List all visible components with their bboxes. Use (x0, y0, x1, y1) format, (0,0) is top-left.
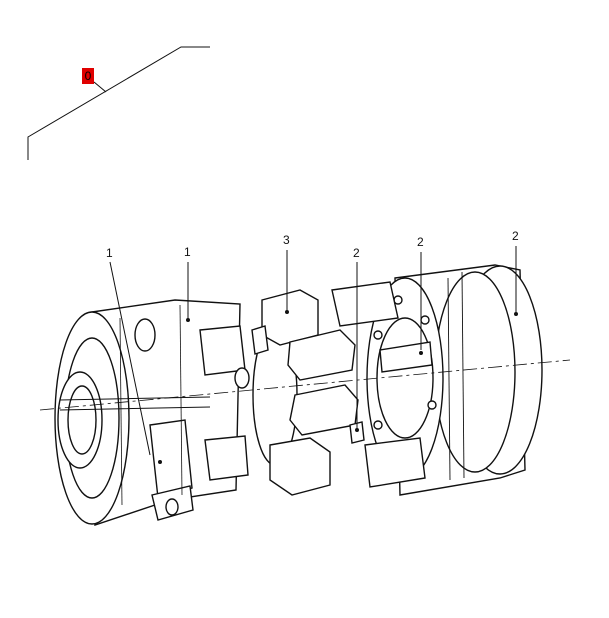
callout-label-flange-a: 2 (353, 246, 360, 260)
callout-label-flange-b: 2 (417, 235, 424, 249)
reference-frame (27, 46, 210, 160)
callout-label-flange-c: 2 (512, 229, 519, 243)
clamp-hub-left (54, 299, 249, 526)
reference-marker[interactable]: 0 (82, 68, 94, 84)
callout-dots (158, 310, 518, 464)
callout-label-hub-a: 1 (106, 246, 113, 260)
callout-label-spider: 3 (283, 233, 290, 247)
center-axis (39, 359, 571, 411)
callout-leaders (109, 246, 517, 456)
spider-element (234, 289, 365, 496)
flange-hub-right (331, 264, 543, 496)
callout-label-hub-b: 1 (184, 245, 191, 259)
